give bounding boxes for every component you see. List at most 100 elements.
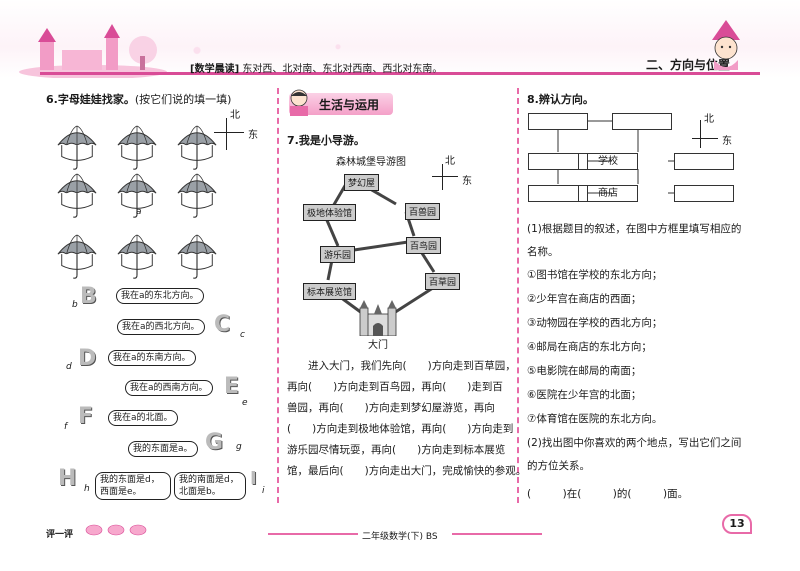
q8-box-r1c2[interactable]	[612, 113, 672, 130]
q7-line-6: 馆，最后向( )方向走出大门，完成愉快的参观。	[287, 465, 527, 477]
compass-east-label: 东	[462, 176, 472, 187]
map-node-biaoben: 标本展览馆	[303, 283, 357, 300]
compass-north-label: 北	[704, 114, 714, 125]
q6-title-main: 6.字母娃娃找家。	[46, 93, 135, 106]
letter-e-label: e	[242, 398, 248, 408]
center-letter-a: a	[136, 207, 142, 217]
letter-b-figure: B	[80, 284, 97, 309]
q8-line-5: ③动物园在学校的西北方向；	[527, 317, 663, 329]
compass-north-label: 北	[445, 156, 455, 167]
umbrella-icon	[57, 173, 97, 218]
map-node-baishou: 百兽园	[405, 203, 441, 220]
compass-vertical-axis	[700, 120, 701, 148]
q7-paragraph: 进入大门，我们先向( )方向走到百草园， 再向( )方向走到百鸟园，再向( )走…	[287, 356, 526, 482]
footer-book-title: 二年级数学(下) BS	[362, 532, 438, 542]
q8-line-1: (1)根据题目的叙述，在图中方框里填写相应的	[527, 223, 742, 235]
q8-line-3: ①图书馆在学校的东北方向；	[527, 269, 663, 281]
q7-line-1: 进入大门，我们先向( )方向走到百草园，	[287, 360, 516, 372]
umbrella-icon	[117, 125, 157, 170]
compass-vertical-axis	[226, 118, 227, 150]
letter-f-label: f	[64, 422, 68, 432]
bubble-g: 我的东面是a。	[128, 441, 198, 457]
q8-box-r2c3[interactable]	[674, 153, 734, 170]
q8-box-school: 学校	[578, 153, 638, 170]
q8-box-shop: 商店	[578, 185, 638, 202]
student-reading-icon	[290, 89, 308, 116]
column-divider-left	[277, 88, 279, 503]
compass-horizontal-axis	[214, 132, 244, 133]
castle-illustration-icon	[19, 24, 167, 78]
q8-line-7: ⑤电影院在邮局的南面；	[527, 365, 642, 377]
q8-box-r2c1[interactable]	[528, 153, 588, 170]
letter-g-figure: G	[205, 430, 224, 455]
q8-title: 8.辨认方向。	[527, 93, 594, 106]
bubble-i: 我的南面是d，北面是b。	[174, 472, 246, 500]
umbrella-icon	[57, 234, 97, 279]
tip-text: 东对西、北对南、东北对西南、西北对东南。	[242, 64, 443, 75]
umbrella-icon	[177, 234, 217, 279]
letter-h-label: h	[84, 484, 90, 494]
bubble-b: 我在a的东北方向。	[116, 288, 204, 304]
letter-f-figure: F	[78, 404, 94, 429]
q8-box-r3c3[interactable]	[674, 185, 734, 202]
q7-line-4: ( )方向走到极地体验馆，再向( )方向走到	[287, 423, 514, 435]
footer-rule-right	[452, 533, 542, 535]
header-rule	[40, 72, 760, 75]
umbrella-icon	[57, 125, 97, 170]
bubble-h: 我的东面是d，西面是e。	[95, 472, 171, 500]
umbrella-icon	[117, 173, 157, 218]
q8-line-6: ④邮局在商店的东北方向；	[527, 341, 652, 353]
bubble-f: 我在a的北面。	[108, 410, 178, 426]
compass-north-label: 北	[230, 110, 240, 121]
q8-box-r3c1[interactable]	[528, 185, 588, 202]
umbrella-icon	[117, 234, 157, 279]
compass-east-label: 东	[248, 130, 258, 141]
q8-line-10: (2)找出图中你喜欢的两个地点，写出它们之间	[527, 437, 742, 449]
q8-line-4: ②少年宫在商店的西面；	[527, 293, 642, 305]
q7-line-3: 兽园，再向( )方向走到梦幻屋游览，再向	[287, 402, 495, 414]
q8-instructions: (1)根据题目的叙述，在图中方框里填写相应的 名称。 ①图书馆在学校的东北方向；…	[527, 221, 741, 506]
map-node-baicao: 百草园	[425, 273, 461, 290]
letter-d-label: d	[66, 362, 72, 372]
compass-horizontal-axis	[692, 138, 718, 139]
q8-line-9: ⑦体育馆在医院的东北方向。	[527, 413, 663, 425]
life-application-badge: 生活与运用	[289, 93, 393, 115]
letter-b-label: b	[72, 300, 78, 310]
q8-line-11: 的方位关系。	[527, 460, 590, 472]
petals-decoration	[150, 36, 620, 72]
map-node-jidi: 极地体验馆	[303, 204, 357, 221]
letter-i-label: i	[262, 486, 265, 496]
q7-title: 7.我是小导游。	[287, 134, 365, 147]
umbrella-icon	[177, 173, 217, 218]
bubble-e: 我在a的西南方向。	[125, 380, 213, 396]
castle-gate-icon	[359, 300, 397, 336]
map-node-baoniao: 百鸟园	[406, 237, 442, 254]
q6-title: 6.字母娃娃找家。(按它们说的填一填)	[46, 91, 231, 107]
bubble-c: 我在a的西北方向。	[117, 319, 205, 335]
footer-rule-left	[268, 533, 358, 535]
letter-g-label: g	[236, 442, 242, 452]
letter-c-label: c	[240, 330, 245, 340]
map-title: 森林城堡导游图	[336, 157, 406, 168]
umbrella-icon	[177, 125, 217, 170]
q8-answer-line[interactable]: ( )在( )的( )面。	[527, 488, 689, 500]
column-divider-right	[517, 88, 519, 503]
bubble-d: 我在a的东南方向。	[108, 350, 196, 366]
map-node-youle: 游乐园	[320, 246, 356, 263]
letter-e-figure: E	[224, 374, 240, 399]
letter-c-figure: C	[214, 312, 231, 337]
letter-h-figure: H	[58, 466, 77, 491]
wizard-girl-icon	[712, 20, 740, 70]
page-number: 13	[722, 514, 752, 534]
compass-horizontal-axis	[432, 176, 458, 177]
morning-reading-tip: [数学晨读] 东对西、北对南、东北对西南、西北对东南。	[190, 60, 610, 75]
q8-box-r1c1[interactable]	[528, 113, 588, 130]
q7-line-2: 再向( )方向走到百鸟园，再向( )走到百	[287, 381, 503, 393]
rating-flowers-icon[interactable]	[84, 522, 154, 536]
q8-grid-lines	[557, 120, 674, 194]
compass-east-label: 东	[722, 136, 732, 147]
letter-i-figure: I	[250, 468, 257, 489]
q7-line-5: 游乐园尽情玩耍，再向( )方向走到标本展览	[287, 444, 506, 456]
footer-evaluate-label: 评一评	[46, 530, 74, 540]
section-title: 二、方向与位置	[645, 58, 730, 72]
